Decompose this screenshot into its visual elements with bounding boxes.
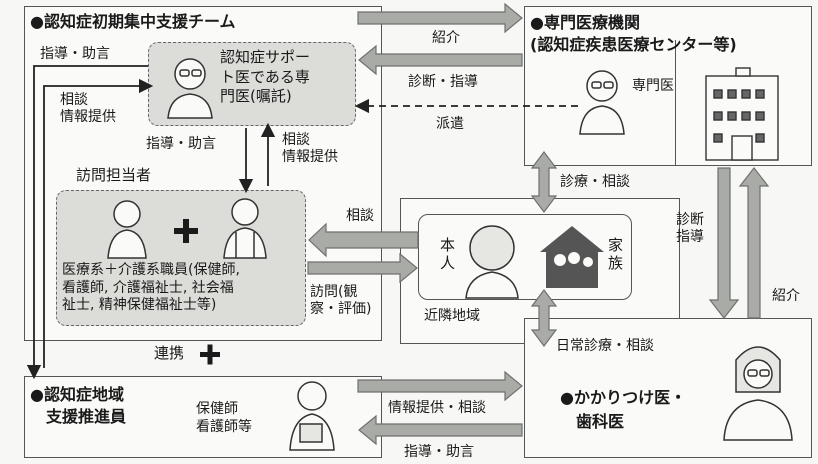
specialist-title: ●専門医療機関 (認知症疾患医療センター等): [530, 13, 737, 55]
gp-doctor-icon: [723, 346, 793, 441]
visitor-desc: 医療系＋介護系職員(保健師, 看護師, 介護福祉士, 社会福 祉士, 精神保健福…: [62, 262, 240, 313]
specialist-doctor-label: 専門医: [632, 78, 674, 94]
team-title: ●認知症初期集中支援チーム: [30, 12, 236, 31]
arrow-info-consult: [357, 370, 523, 402]
person-label: 本 人: [440, 236, 456, 272]
family-label: 家 族: [608, 236, 624, 272]
consult-label: 相談: [346, 208, 374, 224]
family-house-icon: [540, 226, 604, 288]
regional-staff-icon: [289, 381, 335, 451]
consult-mid-label: 相談 情報提供: [282, 132, 338, 165]
area-label: 近隣地域: [424, 308, 480, 324]
diagnosis-guidance-label: 診断・指導: [408, 74, 478, 90]
specialist-doctor-icon: [579, 70, 625, 135]
daily-treatment-label: 日常診療・相談: [556, 338, 654, 354]
visit-label: 訪問(観 察・評価): [310, 284, 372, 317]
support-doctor-icon: [167, 58, 213, 119]
diagnosis-guidance-right-label: 診断 指導: [676, 212, 704, 245]
info-consult-label: 情報提供・相談: [388, 400, 486, 416]
care-worker-icon: [223, 198, 267, 259]
arrow-daily-treatment: [530, 289, 558, 347]
referral-label: 紹介: [432, 30, 460, 46]
arrow-treatment-consult: [530, 151, 558, 213]
support-doctor-label: 認知症サポー ト医である専 門医(嘱託): [220, 48, 311, 105]
referral-right-label: 紹介: [772, 288, 800, 304]
gp-title: ●かかりつけ医・ 歯科医: [560, 388, 687, 431]
team-consult-label: 相談 情報提供: [60, 92, 116, 125]
nurse-icon: [107, 200, 147, 259]
treatment-consult-label: 診療・相談: [560, 174, 630, 190]
regional-staff-label: 保健師 看護師等: [196, 401, 252, 436]
regional-title: ●認知症地域 支援推進員: [30, 385, 127, 427]
arrow-diagnosis: [358, 44, 523, 76]
visitor-title: 訪問担当者: [76, 166, 152, 184]
arrow-diagnosis-right: [708, 167, 740, 319]
arrow-left-loop-b: [43, 78, 154, 368]
arrow-visit: [307, 252, 418, 284]
hospital-icon: [705, 67, 779, 161]
arrow-guidance-bottom: [358, 414, 523, 446]
guidance-mid-label: 指導・助言: [146, 136, 216, 152]
arrow-left-loop-a: [26, 65, 148, 380]
team-guidance-label: 指導・助言: [40, 46, 110, 62]
elderly-person-icon: [465, 225, 519, 299]
arrow-consult: [308, 222, 419, 258]
guidance-bottom-label: 指導・助言: [404, 444, 474, 460]
cooperation-label: 連携: [154, 344, 185, 362]
arrow-referral-right: [738, 167, 770, 319]
dispatch-label: 派遣: [436, 116, 464, 132]
arrow-referral: [357, 2, 523, 34]
